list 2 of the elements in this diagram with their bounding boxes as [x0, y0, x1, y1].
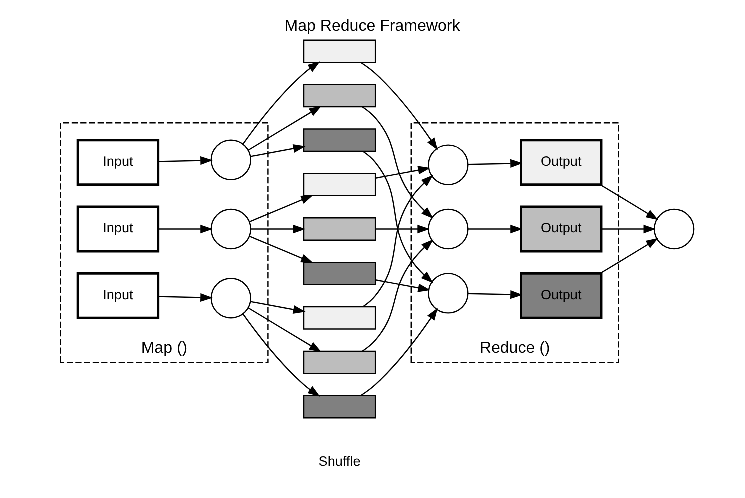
label: Shuffle	[318, 454, 361, 470]
diagram-title: Map Reduce Framework	[284, 17, 460, 36]
